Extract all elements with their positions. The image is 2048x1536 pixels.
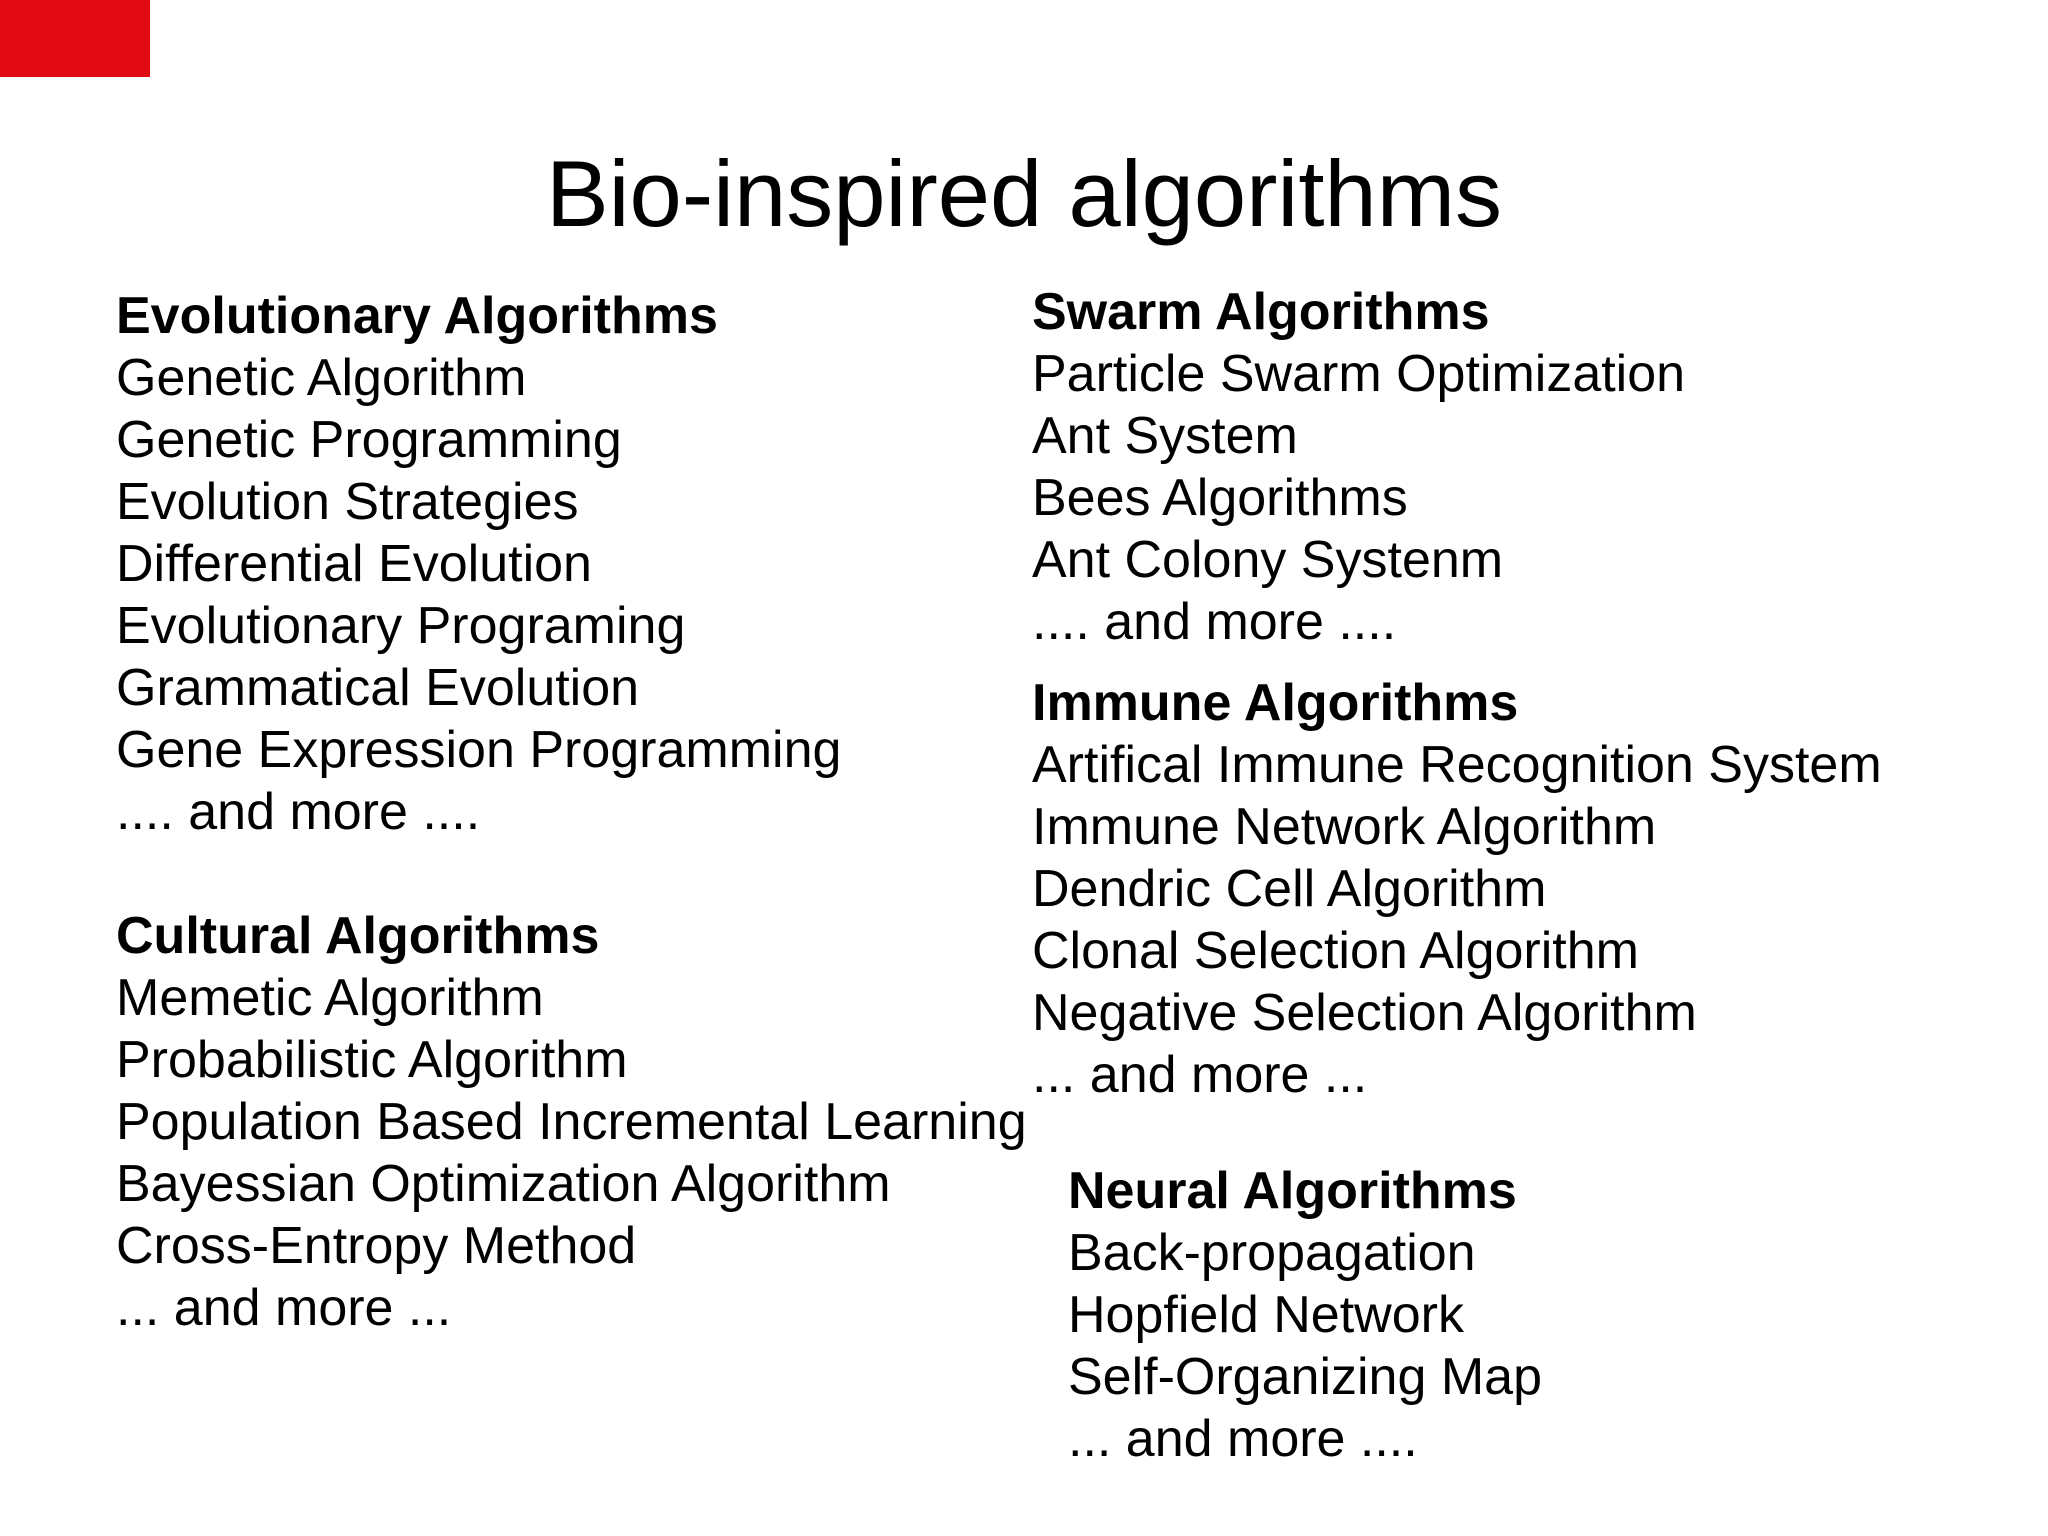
list-item: Ant Colony Systenm <box>1032 531 1504 589</box>
list-item-more: ... and more ... <box>116 1279 452 1337</box>
list-item: Hopfield Network <box>1068 1286 1464 1344</box>
list-item: Ant System <box>1032 407 1298 465</box>
section-swarm-algorithms: Swarm Algorithms Particle Swarm Optimiza… <box>1032 281 1685 653</box>
section-header: Evolutionary Algorithms <box>116 287 718 345</box>
list-item: Immune Network Algorithm <box>1032 798 1657 856</box>
list-item: Genetic Programming <box>116 411 622 469</box>
list-item: Evolutionary Programing <box>116 597 686 655</box>
list-item: Back-propagation <box>1068 1224 1476 1282</box>
section-header: Neural Algorithms <box>1068 1162 1517 1220</box>
list-item: Probabilistic Algorithm <box>116 1031 628 1089</box>
list-item: Clonal Selection Algorithm <box>1032 922 1639 980</box>
list-item: Population Based Incremental Learning <box>116 1093 1027 1151</box>
list-item: Negative Selection Algorithm <box>1032 984 1697 1042</box>
list-item: Differential Evolution <box>116 535 592 593</box>
section-header: Cultural Algorithms <box>116 907 600 965</box>
list-item-more: .... and more .... <box>116 783 481 841</box>
section-immune-algorithms: Immune Algorithms Artifical Immune Recog… <box>1032 672 1882 1106</box>
list-item-more: .... and more .... <box>1032 593 1397 651</box>
list-item-more: ... and more ... <box>1032 1046 1368 1104</box>
list-item-more: ... and more .... <box>1068 1410 1418 1468</box>
list-item: Grammatical Evolution <box>116 659 640 717</box>
list-item: Bayessian Optimization Algorithm <box>116 1155 891 1213</box>
section-neural-algorithms: Neural Algorithms Back-propagation Hopfi… <box>1068 1160 1542 1470</box>
list-item: Genetic Algorithm <box>116 349 527 407</box>
list-item: Evolution Strategies <box>116 473 579 531</box>
list-item: Particle Swarm Optimization <box>1032 345 1686 403</box>
page-title: Bio-inspired algorithms <box>545 141 1503 246</box>
section-evolutionary-algorithms: Evolutionary Algorithms Genetic Algorith… <box>116 285 841 843</box>
recording-marker <box>0 0 150 77</box>
list-item: Dendric Cell Algorithm <box>1032 860 1547 918</box>
section-cultural-algorithms: Cultural Algorithms Memetic Algorithm Pr… <box>116 905 1027 1339</box>
list-item: Cross-Entropy Method <box>116 1217 637 1275</box>
list-item: Memetic Algorithm <box>116 969 544 1027</box>
list-item: Gene Expression Programming <box>116 721 842 779</box>
list-item: Self-Organizing Map <box>1068 1348 1542 1406</box>
list-item: Artifical Immune Recognition System <box>1032 736 1882 794</box>
list-item: Bees Algorithms <box>1032 469 1408 527</box>
section-header: Swarm Algorithms <box>1032 283 1490 341</box>
section-header: Immune Algorithms <box>1032 674 1519 732</box>
